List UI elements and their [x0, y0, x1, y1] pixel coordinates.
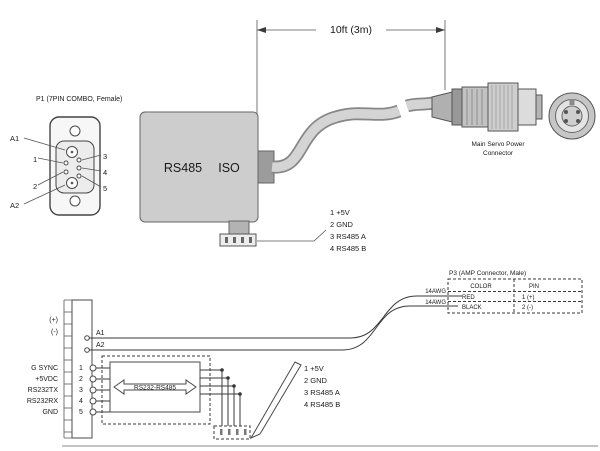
- p3-table: P3 (AMP Connector, Male) COLOR PIN RED 1…: [425, 270, 583, 314]
- p3-row2-pin: 2 (-): [522, 305, 533, 311]
- adapter-bottom-stub: [228, 220, 250, 235]
- servo-connector-side: Main Servo Power Connector: [431, 82, 543, 157]
- p1-contact-3: [76, 157, 82, 163]
- p3-row1-pin: 1 (+): [522, 295, 535, 301]
- adapter-label-iso: ISO: [218, 161, 240, 175]
- signal-pinout-1: 1 +5V: [304, 364, 324, 373]
- adapter-label-rs485: RS485: [164, 161, 202, 175]
- terminal-a2: [84, 347, 90, 353]
- p1-pin-label-1: 1: [33, 155, 37, 164]
- wire-black: [89, 305, 458, 351]
- awg-label-2: 14AWG: [425, 300, 446, 306]
- p1-contact-1: [63, 160, 69, 166]
- p1-contact-4: [76, 165, 82, 171]
- signal-rs232tx: RS232TX: [28, 387, 59, 394]
- converter-arrow: [113, 379, 197, 395]
- signal-pinout-3: 3 RS485 A: [304, 388, 340, 397]
- iso-4pin-connector: [219, 233, 257, 247]
- dim-arrow-right: [436, 27, 445, 33]
- face-insert: [561, 105, 583, 127]
- dimension-label: 10ft (3m): [330, 24, 372, 36]
- p1-connector: P1 (7PIN COMBO, Female) A1 1 2 A2 3 4 5: [10, 96, 122, 216]
- pin-number-1: 1: [79, 365, 83, 372]
- pin-number-5: 5: [79, 409, 83, 416]
- callout-wedge: [249, 361, 302, 440]
- terminal-pin-rows: G SYNC +5VDC RS232TX RS232RX GND 1 2 3 4…: [27, 364, 110, 416]
- signal-pinout-bottom: 1 +5V 2 GND 3 RS485 A 4 RS485 B: [304, 364, 340, 409]
- p1-pin-label-a1: A1: [10, 134, 19, 143]
- pin-number-4: 4: [79, 398, 83, 405]
- converter-label: RS232-RS485: [134, 385, 176, 392]
- iso-pinout-1: 1 +5V: [330, 208, 350, 217]
- converter-dashed-enclosure: [101, 355, 211, 425]
- p1-pin-label-5: 5: [103, 184, 107, 193]
- connector-backshell: [431, 91, 453, 123]
- pin-number-2: 2: [79, 376, 83, 383]
- face-keyway: [569, 99, 575, 105]
- connector-front-shroud: [517, 88, 537, 126]
- p1-contact-2: [63, 169, 69, 175]
- iso-pinout-leader: [257, 229, 327, 242]
- signal-gnd: GND: [42, 409, 58, 416]
- p3-header-color: COLOR: [470, 284, 492, 290]
- servo-connector-face: [548, 92, 596, 140]
- wire-red: [89, 295, 462, 339]
- minus-label: (-): [51, 329, 58, 336]
- a1-label: A1: [96, 330, 105, 337]
- rs485-iso-adapter: RS485 ISO 1 +5V 2 GND 3 RS485 A 4 RS485 …: [139, 111, 366, 253]
- p3-row2-color: BLACK: [462, 305, 482, 311]
- converter-output-wires: [200, 368, 251, 440]
- p1-pin-label-a2: A2: [10, 201, 19, 210]
- rs232-rs485-converter: RS232-RS485: [101, 355, 211, 425]
- iso-pinout-2: 2 GND: [330, 220, 354, 229]
- p1-dshell: [55, 140, 95, 194]
- iso-pinout-4: 4 RS485 B: [330, 244, 366, 253]
- signal-rs232rx: RS232RX: [27, 398, 58, 405]
- p3-header-pin: PIN: [529, 284, 539, 290]
- signal-pinout-4: 4 RS485 B: [304, 400, 340, 409]
- dimension-annotation: 10ft (3m): [256, 20, 446, 118]
- signal-pinout-2: 2 GND: [304, 376, 328, 385]
- signal-5vdc: +5VDC: [35, 376, 58, 383]
- p3-title: P3 (AMP Connector, Male): [449, 270, 526, 277]
- servo-label-line2: Connector: [483, 150, 514, 157]
- plus-label: (+): [49, 317, 58, 324]
- servo-label-line1: Main Servo Power: [471, 141, 525, 148]
- terminal-a1: [84, 335, 90, 341]
- dim-arrow-left: [257, 27, 266, 33]
- p1-pin-label-4: 4: [103, 168, 107, 177]
- connector-tip: [535, 94, 543, 120]
- awg-label-1: 14AWG: [425, 289, 446, 295]
- servo-cable: [271, 96, 435, 174]
- hidden-4pin-connector: [213, 425, 251, 440]
- p1-contact-5: [76, 173, 82, 179]
- p3-table-border: [447, 278, 583, 314]
- signal-gsync: G SYNC: [31, 365, 58, 372]
- p1-title: P1 (7PIN COMBO, Female): [36, 96, 122, 103]
- adapter-cable-stub: [257, 150, 275, 184]
- connector-body: [461, 86, 489, 128]
- p1-mounting-hole-bottom: [69, 195, 81, 207]
- terminal-strip: [63, 299, 93, 439]
- p1-mounting-hole-top: [69, 125, 81, 137]
- a2-label: A2: [96, 342, 105, 349]
- p3-row1-color: RED: [462, 295, 475, 301]
- pin-number-3: 3: [79, 387, 83, 394]
- connector-nut: [451, 88, 463, 126]
- iso-pinout-3: 3 RS485 A: [330, 232, 366, 241]
- p1-pin-label-2: 2: [33, 182, 37, 191]
- p1-pin-label-3: 3: [103, 152, 107, 161]
